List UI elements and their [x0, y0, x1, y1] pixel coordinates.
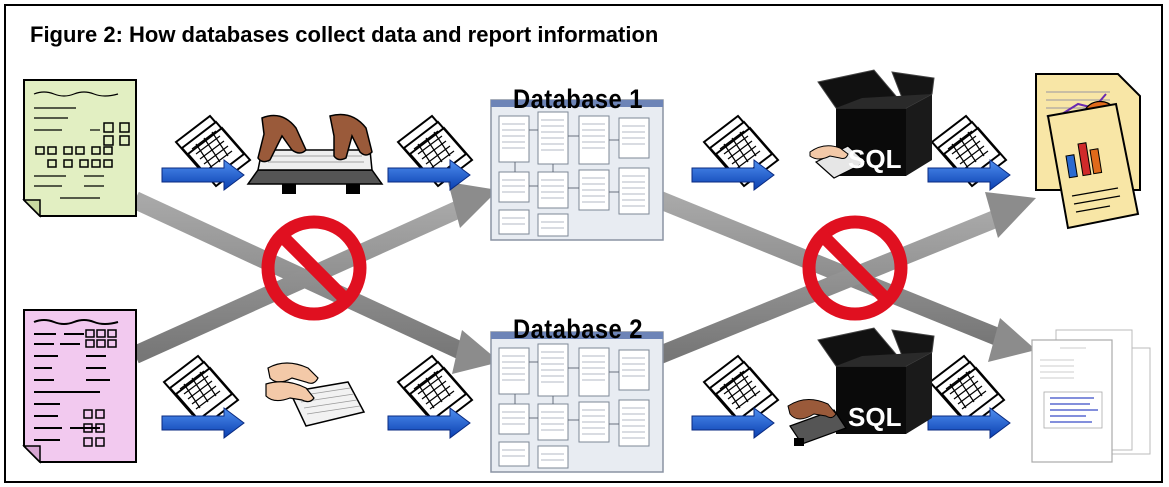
- report-printouts-icon: [1031, 329, 1151, 463]
- sql-box-icon: SQL: [809, 69, 935, 179]
- figure-title: Figure 2: How databases collect data and…: [30, 22, 659, 47]
- form-pink-document-icon: [22, 309, 137, 464]
- typing-keyboard-icon: [265, 362, 366, 427]
- database-schema-window-1: [490, 99, 664, 241]
- gray-connector-arrows-right: [656, 191, 1036, 364]
- database-schema-window-2: [490, 331, 664, 473]
- database-1-label: Database 1: [513, 84, 643, 114]
- report-documents-icon: [1035, 73, 1141, 230]
- sql-label: SQL: [848, 144, 902, 174]
- form-green-document-icon: [22, 79, 137, 218]
- database-2-label: Database 2: [513, 314, 643, 344]
- sql-label: SQL: [848, 402, 902, 432]
- typing-keyboard-icon: [246, 113, 384, 194]
- sql-box-icon: SQL: [787, 327, 935, 446]
- gray-connector-arrows-left: [131, 182, 500, 374]
